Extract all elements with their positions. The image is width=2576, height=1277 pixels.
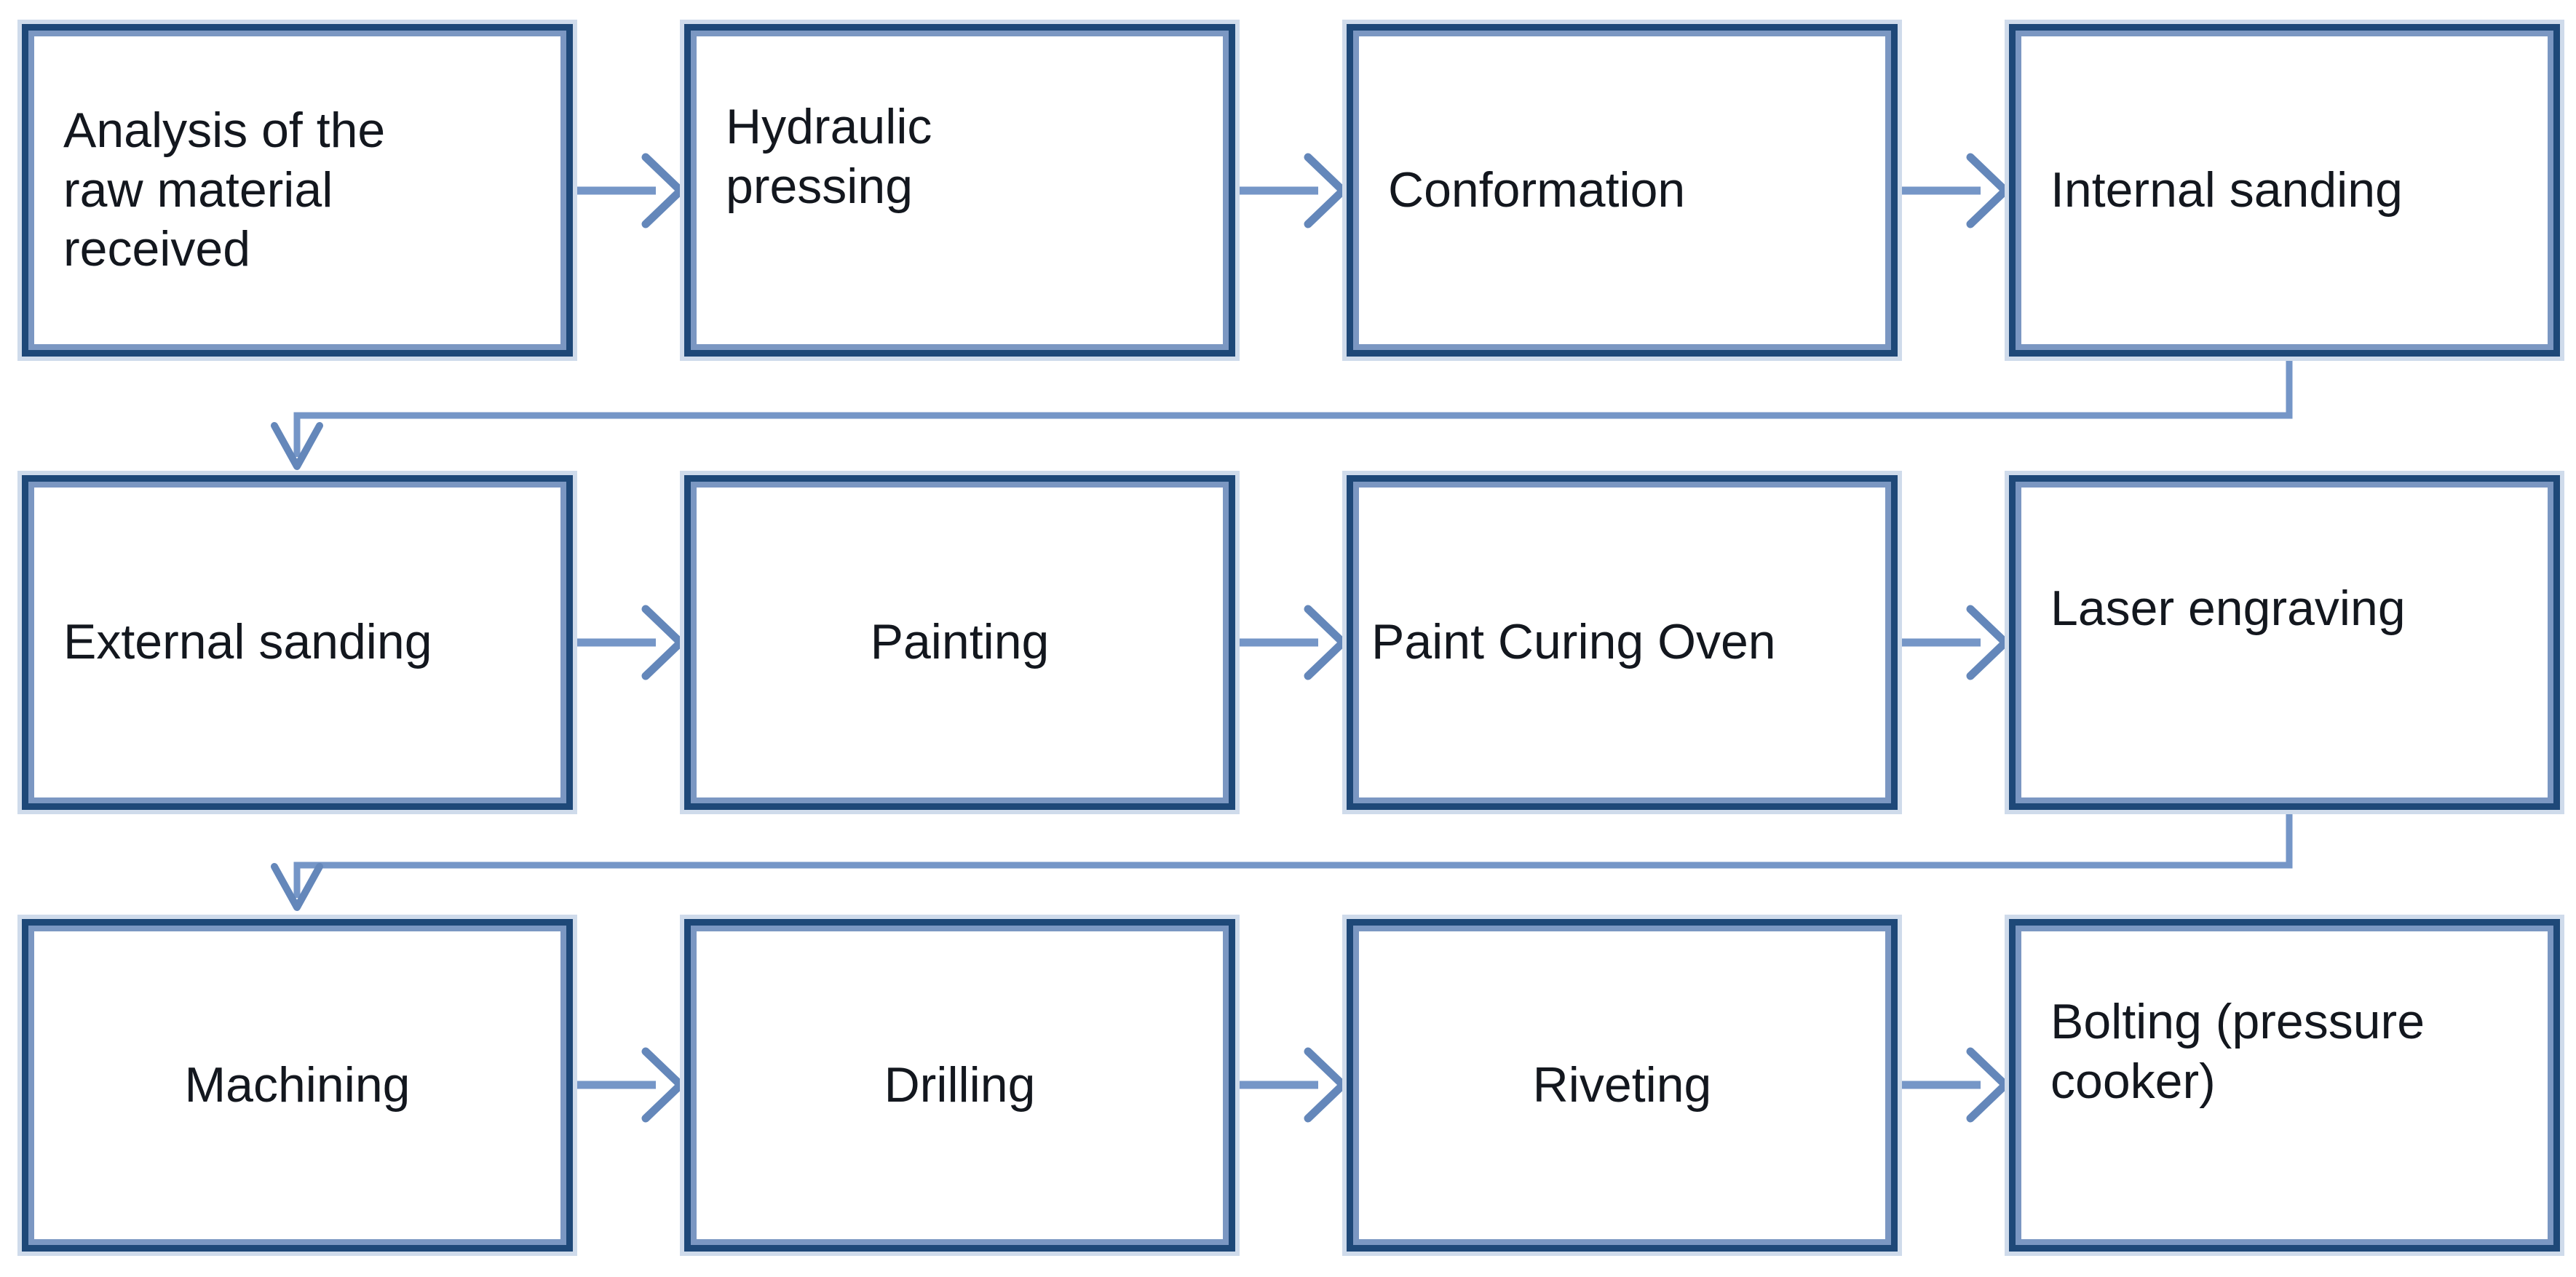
node-machining: Machining [22, 919, 573, 1252]
node-label: Painting [870, 614, 1050, 670]
node-painting: Painting [684, 475, 1235, 810]
node-label: Analysis of the raw material received [63, 103, 386, 277]
node-bolting-pressure-cooker: Bolting (pressure cooker) [2009, 919, 2560, 1252]
arrow-right-icon [574, 605, 685, 680]
arrow-right-icon [1237, 1047, 1347, 1123]
node-label: Laser engraving [2050, 581, 2406, 637]
node-label: Paint Curing Oven [1371, 614, 1776, 670]
arrow-right-icon [1899, 605, 2010, 680]
arrow-right-icon [1899, 153, 2010, 228]
node-label: Bolting (pressure cooker) [2050, 993, 2425, 1109]
node-drilling: Drilling [684, 919, 1235, 1252]
node-paint-curing-oven: Paint Curing Oven [1347, 475, 1898, 810]
node-label: Conformation [1388, 162, 1686, 218]
node-internal-sanding: Internal sanding [2009, 24, 2560, 357]
node-label: Hydraulic pressing [726, 98, 932, 214]
arrow-right-icon [1899, 1047, 2010, 1123]
arrow-right-icon [1237, 153, 1347, 228]
elbow-arrow-down-icon [271, 812, 2293, 911]
node-label: Riveting [1532, 1057, 1712, 1113]
elbow-arrow-down-icon [271, 359, 2293, 470]
arrow-right-icon [574, 153, 685, 228]
arrow-right-icon [1237, 605, 1347, 680]
node-analysis-raw-material: Analysis of the raw material received [22, 24, 573, 357]
node-riveting: Riveting [1347, 919, 1898, 1252]
node-label: Internal sanding [2050, 162, 2403, 218]
node-laser-engraving: Laser engraving [2009, 475, 2560, 810]
arrow-right-icon [574, 1047, 685, 1123]
node-external-sanding: External sanding [22, 475, 573, 810]
node-label: External sanding [63, 614, 432, 670]
node-conformation: Conformation [1347, 24, 1898, 357]
node-hydraulic-pressing: Hydraulic pressing [684, 24, 1235, 357]
node-label: Drilling [884, 1057, 1036, 1113]
node-label: Machining [184, 1057, 411, 1113]
